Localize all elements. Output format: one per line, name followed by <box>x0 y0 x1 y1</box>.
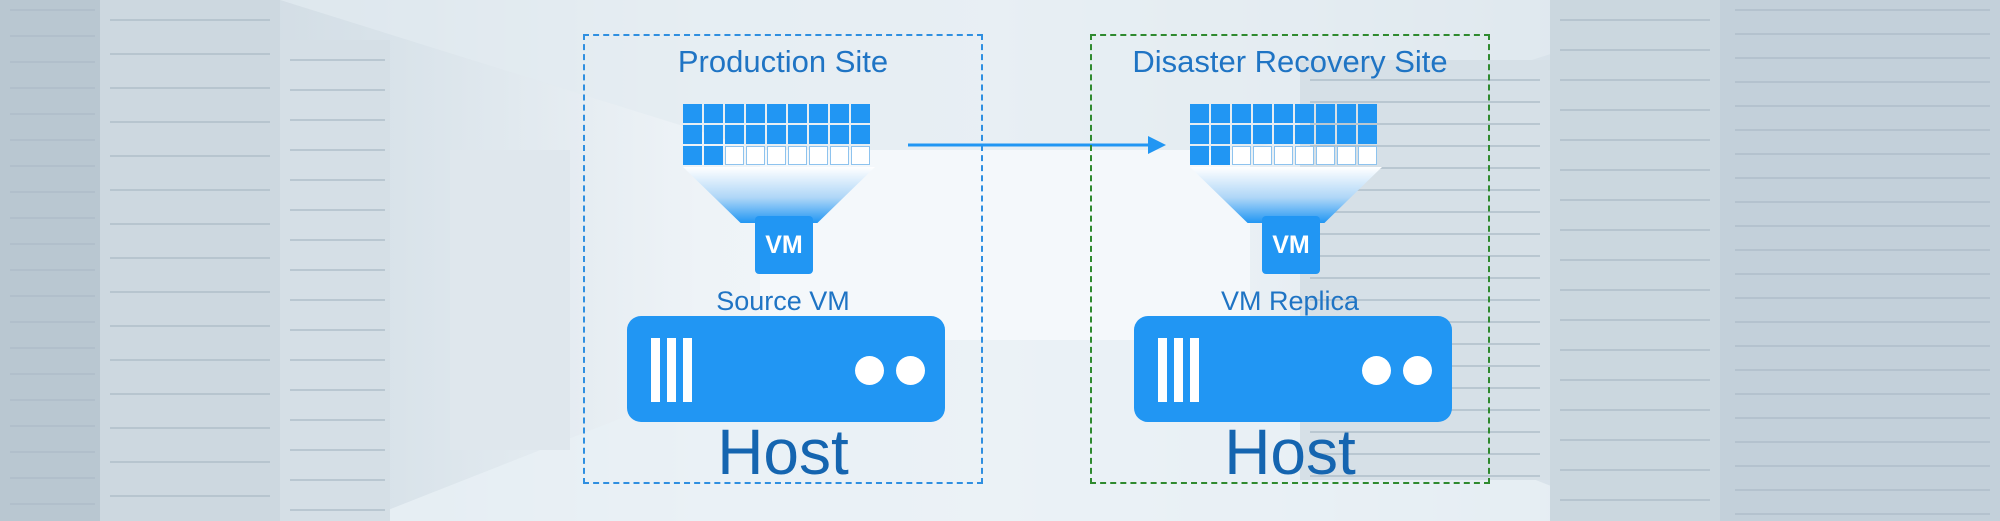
vm-badge-text: VM <box>1272 230 1310 259</box>
storage-block-empty <box>1316 146 1335 165</box>
storage-block-filled <box>1190 104 1209 123</box>
storage-block-empty <box>809 146 828 165</box>
server-host-icon <box>1134 316 1452 422</box>
storage-block-empty <box>746 146 765 165</box>
storage-block-filled <box>1295 104 1314 123</box>
production-site-title: Production Site <box>677 44 889 79</box>
storage-block-filled <box>1274 104 1293 123</box>
storage-block-filled <box>704 104 723 123</box>
arrow-right-icon <box>908 136 1166 154</box>
storage-block-filled <box>1337 104 1356 123</box>
storage-funnel <box>683 167 875 223</box>
storage-grid <box>1190 104 1382 165</box>
storage-block-filled <box>830 104 849 123</box>
storage-funnel <box>1190 167 1382 223</box>
storage-block-empty <box>767 146 786 165</box>
disaster-recovery-site: Disaster Recovery Site VM VM Replica Hos… <box>1090 34 1490 484</box>
storage-block-filled <box>704 125 723 144</box>
dr-host-label: Host <box>1224 416 1356 488</box>
vm-badge-text: VM <box>765 230 803 259</box>
storage-block-filled <box>683 125 702 144</box>
storage-block-filled <box>767 125 786 144</box>
dr-site-title: Disaster Recovery Site <box>1132 44 1448 79</box>
storage-block-filled <box>746 104 765 123</box>
storage-block-filled <box>851 125 870 144</box>
vm-icon: VM <box>1262 216 1320 274</box>
storage-block-filled <box>1232 104 1251 123</box>
storage-block-filled <box>1232 125 1251 144</box>
storage-block-filled <box>725 125 744 144</box>
vm-replica-label: VM Replica <box>1220 286 1360 316</box>
storage-block-filled <box>1358 125 1377 144</box>
storage-block-filled <box>1337 125 1356 144</box>
storage-block-filled <box>1211 104 1230 123</box>
storage-block-filled <box>1316 125 1335 144</box>
storage-block-empty <box>725 146 744 165</box>
storage-block-filled <box>809 104 828 123</box>
storage-grid <box>683 104 875 165</box>
storage-block-filled <box>1274 125 1293 144</box>
storage-block-filled <box>1211 125 1230 144</box>
storage-block-empty <box>1358 146 1377 165</box>
storage-block-filled <box>1190 125 1209 144</box>
storage-block-filled <box>683 146 702 165</box>
storage-block-filled <box>1295 125 1314 144</box>
storage-block-filled <box>851 104 870 123</box>
storage-block-filled <box>788 104 807 123</box>
production-site: Production Site VM Source VM Host <box>583 34 983 484</box>
storage-block-filled <box>1211 146 1230 165</box>
storage-block-empty <box>851 146 870 165</box>
storage-block-empty <box>1232 146 1251 165</box>
storage-block-filled <box>725 104 744 123</box>
storage-block-empty <box>1337 146 1356 165</box>
storage-block-filled <box>704 146 723 165</box>
storage-block-empty <box>1253 146 1272 165</box>
storage-block-filled <box>1253 104 1272 123</box>
storage-block-filled <box>683 104 702 123</box>
storage-block-filled <box>1253 125 1272 144</box>
source-vm-label: Source VM <box>716 286 850 316</box>
storage-block-empty <box>1295 146 1314 165</box>
storage-block-filled <box>746 125 765 144</box>
storage-block-filled <box>767 104 786 123</box>
storage-block-filled <box>809 125 828 144</box>
server-host-icon <box>627 316 945 422</box>
storage-array-icon <box>683 104 875 223</box>
production-host-label: Host <box>717 416 849 488</box>
storage-block-filled <box>1358 104 1377 123</box>
storage-block-empty <box>788 146 807 165</box>
storage-block-empty <box>1274 146 1293 165</box>
storage-block-filled <box>788 125 807 144</box>
storage-block-filled <box>830 125 849 144</box>
vm-icon: VM <box>755 216 813 274</box>
storage-block-filled <box>1190 146 1209 165</box>
storage-block-empty <box>830 146 849 165</box>
storage-block-filled <box>1316 104 1335 123</box>
storage-array-icon <box>1190 104 1382 223</box>
